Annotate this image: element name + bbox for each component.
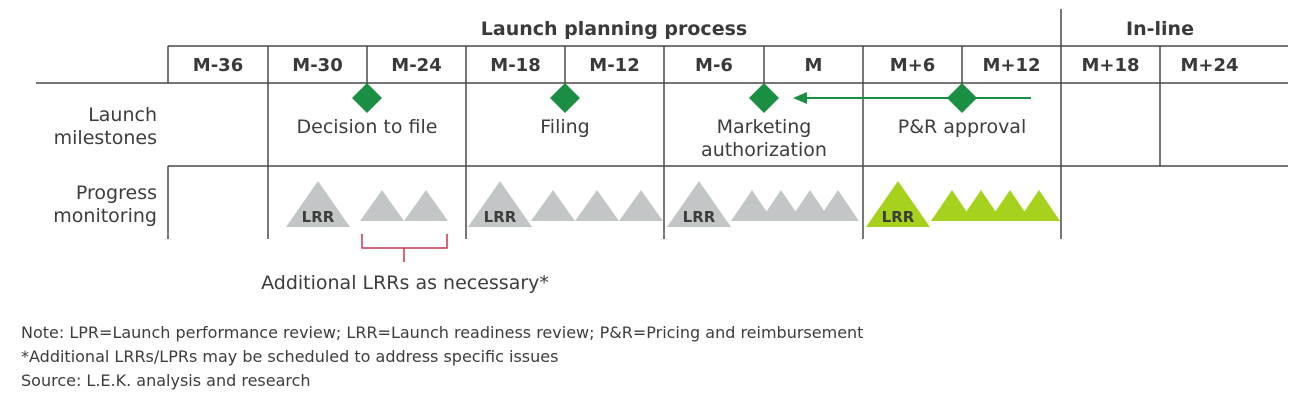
diamond-icon [352,83,382,113]
additional-lrr-bracket [361,234,448,262]
process-header: Launch planning process [481,18,747,40]
milestone-diamonds [352,83,977,113]
small-triangle-icon [989,190,1031,221]
lrr-triangle-icon [866,181,930,227]
lrr-label-1: LRR [302,208,335,226]
lrr-triangle-icon [468,181,532,227]
column-label: M+12 [982,55,1040,76]
arrow-icon [793,92,1031,104]
column-label: M-12 [589,55,639,76]
small-triangle-icon [960,190,1002,221]
column-label: M+24 [1180,55,1238,76]
column-label: M+18 [1081,55,1139,76]
inline-header: In-line [1126,18,1194,40]
progress-triangles [286,181,1060,227]
milestone-label-marketing-2: authorization [701,139,827,161]
row-label-milestones-1: Launch [88,104,157,126]
small-triangle-icon [575,190,619,221]
milestone-label-filing: Filing [540,116,590,138]
column-label: M+6 [890,55,936,76]
small-triangle-icon [404,190,448,221]
milestone-label-decision: Decision to file [297,116,438,138]
small-triangle-icon [619,190,663,221]
footnote-additional: *Additional LRRs/LPRs may be scheduled t… [21,347,559,366]
column-label: M-36 [193,55,243,76]
column-label: M-18 [490,55,540,76]
lrr-triangle-icon [667,181,731,227]
small-triangle-icon [760,190,802,221]
column-labels: M-36 M-30 M-24 M-18 M-12 M-6 M M+6 M+12 M+18 M+24 [193,55,1239,76]
footnote-abbreviations: Note: LPR=Launch performance review; LRR… [21,323,864,342]
grid-lines [36,9,1288,239]
lrr-label-3: LRR [683,208,716,226]
small-triangle-icon [789,190,831,221]
small-triangle-icon [817,190,859,221]
column-label: M [805,55,823,76]
milestone-label-marketing-1: Marketing [717,116,812,138]
lrr-label-4: LRR [882,208,915,226]
column-label: M-24 [391,55,441,76]
small-triangle-icon [931,190,973,221]
row-label-milestones-2: milestones [54,127,157,149]
footnote-source: Source: L.E.K. analysis and research [21,371,311,390]
launch-process-diagram: Launch planning process In-line M-36 M-30… [36,9,1288,294]
diamond-icon [749,83,779,113]
small-triangle-icon [531,190,575,221]
lrr-triangle-icon [286,181,350,227]
row-label-progress-1: Progress [76,182,157,204]
column-label: M-30 [292,55,342,76]
milestone-label-pr-approval: P&R approval [898,116,1026,138]
row-label-progress-2: monitoring [53,205,157,227]
diamond-icon [550,83,580,113]
small-triangle-icon [1018,190,1060,221]
column-label: M-6 [695,55,733,76]
lrr-label-2: LRR [484,208,517,226]
small-triangle-icon [360,190,404,221]
diamond-icon [947,83,977,113]
small-triangle-icon [731,190,773,221]
additional-lrr-note: Additional LRRs as necessary* [261,272,549,294]
